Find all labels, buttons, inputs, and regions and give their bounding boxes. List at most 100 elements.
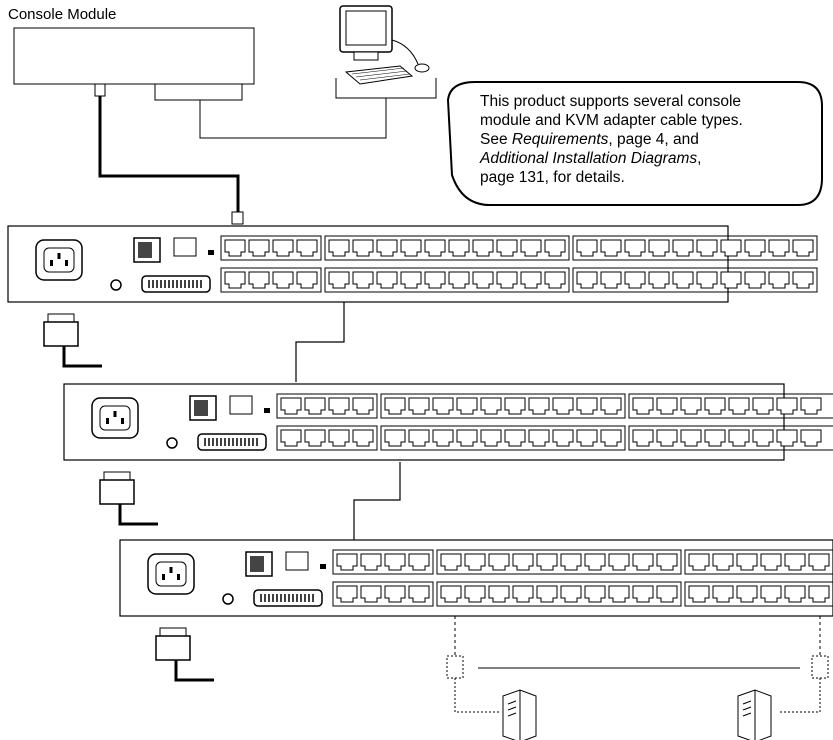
chain-port — [253, 589, 323, 607]
kvm-port — [440, 585, 462, 603]
kvm-port — [552, 397, 574, 415]
kvm-port — [536, 553, 558, 571]
kvm-port — [448, 239, 470, 257]
kvm-port — [768, 239, 790, 257]
kvm-port — [656, 397, 678, 415]
kvm-port — [728, 397, 750, 415]
kvm-port — [528, 397, 550, 415]
kvm-port — [544, 239, 566, 257]
kvm-port — [296, 271, 318, 289]
kvm-port — [688, 585, 710, 603]
kvm-port — [456, 429, 478, 447]
console-cable — [199, 98, 387, 139]
kvm-port — [400, 239, 422, 257]
kvm-port — [552, 429, 574, 447]
kvm-port — [632, 553, 654, 571]
kvm-port — [656, 585, 678, 603]
kvm-port — [360, 585, 382, 603]
kvm-port — [496, 239, 518, 257]
daisy-chain-cable-1-2 — [295, 302, 345, 382]
kvm-port — [472, 271, 494, 289]
kvm-port — [512, 553, 534, 571]
power-inlet-icon — [35, 239, 83, 281]
kvm-port — [408, 553, 430, 571]
kvm-port — [688, 553, 710, 571]
switch-chassis — [63, 383, 785, 461]
kvm-port — [624, 239, 646, 257]
kvm-port — [712, 585, 734, 603]
kvm-port — [608, 585, 630, 603]
kvm-port — [800, 429, 822, 447]
kvm-port — [384, 585, 406, 603]
kvm-port — [600, 271, 622, 289]
power-cord-icon — [155, 627, 214, 682]
server-icon — [502, 689, 537, 740]
kvm-port — [360, 553, 382, 571]
chain-port — [141, 275, 211, 293]
kvm-port — [792, 271, 814, 289]
kvm-port — [784, 585, 806, 603]
kvm-port — [584, 585, 606, 603]
kvm-port — [792, 239, 814, 257]
kvm-port — [536, 585, 558, 603]
kvm-port — [760, 585, 782, 603]
chain-port — [197, 433, 267, 451]
kvm-port — [376, 239, 398, 257]
kvm-port — [432, 429, 454, 447]
kvm-port — [720, 239, 742, 257]
kvm-port — [608, 553, 630, 571]
kvm-port — [776, 429, 798, 447]
kvm-port — [424, 271, 446, 289]
kvm-port — [408, 585, 430, 603]
kvm-port — [224, 271, 246, 289]
console-module-label: Console Module — [8, 6, 117, 23]
kvm-port — [328, 397, 350, 415]
kvm-port — [544, 271, 566, 289]
kvm-port — [656, 553, 678, 571]
kvm-port — [472, 239, 494, 257]
kvm-port — [768, 271, 790, 289]
kvm-port — [272, 239, 294, 257]
kvm-port — [672, 271, 694, 289]
kvm-port — [272, 271, 294, 289]
power-cord-icon — [99, 471, 158, 526]
kvm-port — [488, 553, 510, 571]
console-module-connector — [94, 83, 106, 97]
note-text: This product supports several console mo… — [480, 93, 743, 186]
kvm-port — [480, 397, 502, 415]
kvm-port — [352, 429, 374, 447]
power-cord-icon — [43, 313, 102, 368]
kvm-port — [328, 239, 350, 257]
indicator-led — [208, 250, 214, 255]
kvm-switch-unit — [7, 225, 818, 368]
kvm-port — [720, 271, 742, 289]
kvm-port — [504, 429, 526, 447]
kvm-port — [648, 271, 670, 289]
kvm-port — [808, 585, 830, 603]
kvm-port — [440, 553, 462, 571]
kvm-port — [760, 553, 782, 571]
kvm-port — [696, 239, 718, 257]
kvm-port — [384, 429, 406, 447]
kvm-port — [704, 397, 726, 415]
kvm-port — [680, 429, 702, 447]
computer-icon — [335, 5, 437, 99]
kvm-port — [432, 397, 454, 415]
kvm-port — [496, 271, 518, 289]
kvm-port — [808, 553, 830, 571]
console-port — [173, 237, 197, 257]
kvm-switch-unit — [119, 539, 833, 682]
kvm-port — [520, 271, 542, 289]
console-port — [229, 395, 253, 415]
kvm-port — [352, 397, 374, 415]
kvm-port — [384, 553, 406, 571]
kvm-port — [624, 271, 646, 289]
kvm-port — [632, 429, 654, 447]
kvm-port — [304, 397, 326, 415]
kvm-port — [696, 271, 718, 289]
kvm-port — [600, 429, 622, 447]
indicator-led — [320, 564, 326, 569]
ground-screw-icon — [166, 437, 178, 449]
note-callout — [446, 81, 823, 206]
